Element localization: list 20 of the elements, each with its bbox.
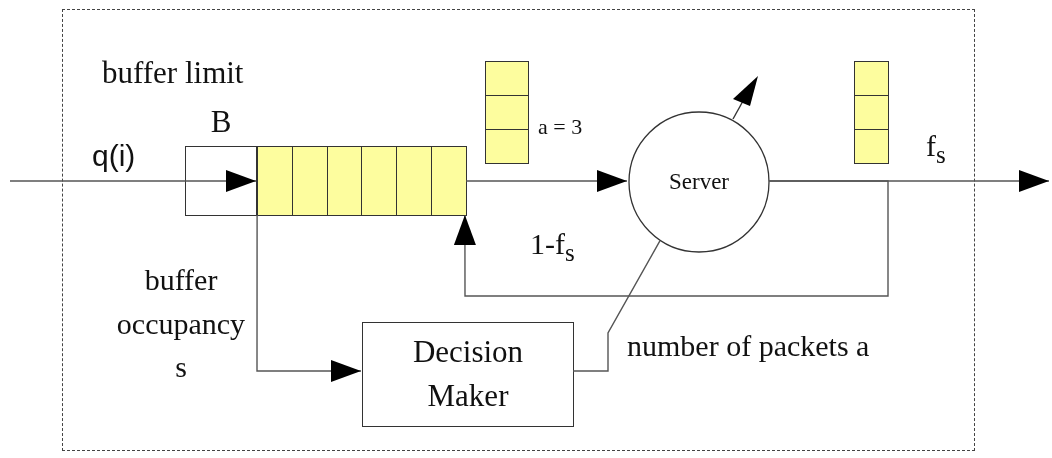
packet-count-label: number of packets a (627, 328, 871, 364)
system-boundary (62, 9, 975, 451)
arrow (9, 170, 257, 192)
packet-queue (854, 61, 889, 164)
output-fraction-label: f$_{s}$ (926, 128, 946, 170)
decision-maker-label: Decision Maker (411, 332, 525, 416)
arrow (465, 170, 628, 192)
batch-size-label: a = 3 (538, 114, 583, 141)
server-circle (628, 111, 770, 253)
packet-queue (257, 146, 467, 216)
arrow (256, 214, 362, 382)
buffer-occupancy-label: buffer occupancy s (116, 262, 246, 385)
decision-box (362, 322, 574, 427)
buffer-limit-label: buffer limit (102, 54, 244, 92)
arrow (453, 180, 889, 297)
connector-line (572, 240, 661, 372)
feedback-fraction-label: 1-f$_{s}$ (530, 226, 575, 268)
buffer-limit-symbol: B (210, 103, 232, 141)
input-label: q(i) (92, 138, 136, 174)
server-label: Server (669, 168, 729, 196)
